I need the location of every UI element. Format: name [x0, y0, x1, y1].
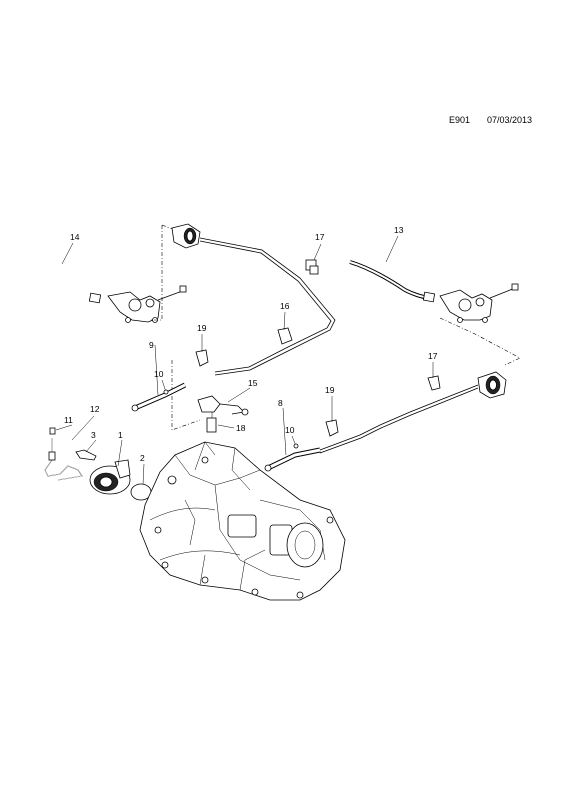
callout-2: 2 [140, 453, 145, 463]
callout-14: 14 [70, 232, 80, 242]
part-9-pipe-left [131, 344, 187, 412]
callout-8: 8 [278, 398, 283, 408]
diagram-date: 07/03/2013 [487, 115, 533, 125]
callout-10: 10 [154, 369, 164, 379]
part-13-hose [349, 235, 436, 303]
diagram-code: E901 [449, 115, 471, 125]
callout-11: 12 [90, 404, 100, 414]
callout-13: 13 [394, 225, 404, 235]
part-16-bleed [206, 412, 235, 433]
callout-19b: 19 [325, 385, 335, 395]
right-master-cylinder [439, 283, 519, 323]
callout-19: 19 [197, 323, 207, 333]
transmission-housing [139, 441, 346, 601]
callout-18: 17 [315, 232, 325, 242]
part-2-seal [130, 463, 152, 501]
callout-17b: 17 [428, 351, 438, 361]
part-3-bolt [75, 439, 97, 461]
callout-10b: 10 [285, 425, 295, 435]
part-8-pipe-right [264, 407, 321, 472]
part-14-hose [37, 242, 102, 304]
callout-15: 15 [248, 378, 258, 388]
part-19-clip-right [325, 396, 339, 437]
callout-12: 11 [64, 415, 73, 425]
callout-17: 16 [280, 301, 290, 311]
part-18-clip [305, 243, 322, 275]
callout-labels: 14 17 13 16 19 9 10 17 15 19 8 12 11 18 … [64, 225, 438, 463]
part-19-clip-left [195, 334, 209, 367]
part-11-pipe [44, 415, 95, 481]
callout-16: 18 [236, 423, 246, 433]
part-17-clip-right [427, 362, 441, 391]
callout-3: 3 [91, 430, 96, 440]
left-master-cylinder [107, 285, 187, 323]
part-17-clip-left [277, 311, 293, 345]
part-upper-pipe-right [319, 371, 507, 454]
part-upper-pipe-left [171, 223, 336, 376]
part-12-bleed-nipple [49, 424, 73, 435]
part-1-slave-cylinder [89, 439, 131, 495]
callout-9: 9 [149, 340, 154, 350]
part-15-connector [197, 387, 251, 416]
callout-1: 1 [118, 430, 123, 440]
